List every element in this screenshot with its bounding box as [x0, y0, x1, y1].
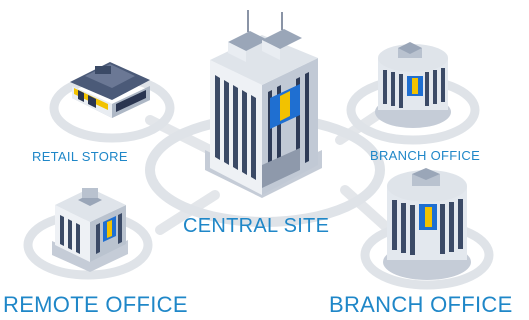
remote-office-label: REMOTE OFFICE	[3, 292, 188, 317]
remote-office-building-icon	[52, 188, 128, 272]
central-site-label: CENTRAL SITE	[183, 215, 330, 237]
branch-office-bottom-label: BRANCH OFFICE	[329, 292, 513, 317]
retail-store-building-icon	[70, 62, 150, 118]
retail-store-label: RETAIL STORE	[32, 149, 128, 164]
central-site-building-icon	[205, 10, 322, 198]
branch-office-top-label: BRANCH OFFICE	[370, 148, 481, 163]
branch-office-bottom-building-icon	[383, 168, 471, 280]
branch-office-top-building-icon	[375, 42, 451, 128]
